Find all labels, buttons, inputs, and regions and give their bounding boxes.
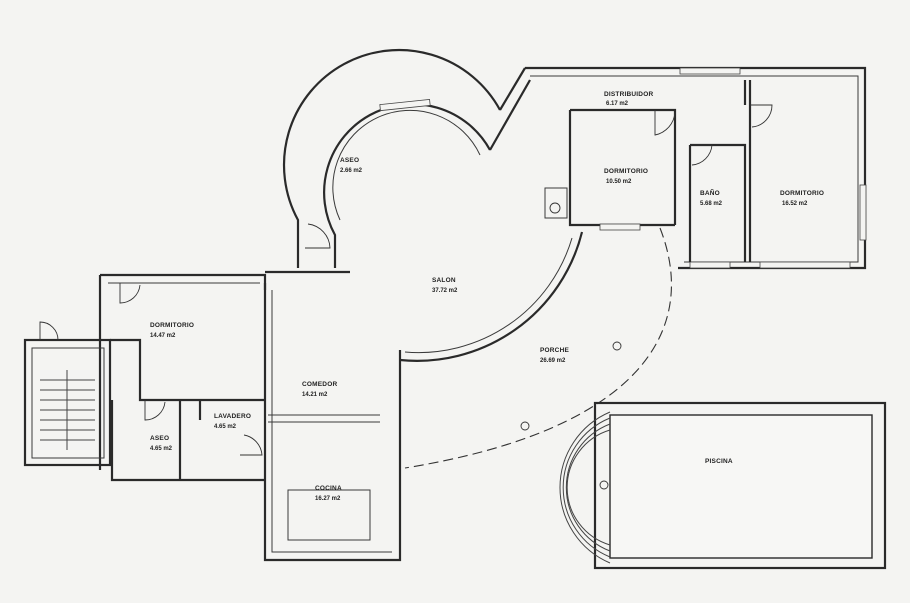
room-name-aseo-left: ASEO — [150, 435, 169, 442]
room-area-cocina: 16.27 m2 — [315, 496, 341, 502]
room-area-aseo-top: 2.66 m2 — [340, 168, 363, 174]
room-area-distribuidor: 6.17 m2 — [606, 101, 629, 107]
room-area-dormitorio-right: 16.52 m2 — [782, 201, 808, 207]
room-area-bano: 5.68 m2 — [700, 201, 723, 207]
central-block-walls — [98, 273, 402, 562]
room-labels: DISTRIBUIDOR 6.17 m2 ASEO 2.66 m2 DORMIT… — [150, 91, 824, 502]
stair-steps — [40, 370, 95, 450]
room-name-cocina: COCINA — [315, 485, 342, 492]
room-area-lavadero: 4.65 m2 — [214, 424, 237, 430]
room-area-porche: 26.69 m2 — [540, 358, 566, 364]
room-name-distribuidor: DISTRIBUIDOR — [604, 91, 653, 98]
room-name-comedor: COMEDOR — [302, 381, 337, 388]
room-area-dormitorio-center: 10.50 m2 — [606, 179, 632, 185]
curved-corridor — [265, 48, 531, 274]
room-name-porche: PORCHE — [540, 347, 569, 354]
pool — [559, 401, 887, 570]
porche-outline — [404, 227, 672, 469]
room-name-aseo-top: ASEO — [340, 157, 359, 164]
stair-block — [23, 321, 112, 467]
room-name-piscina: PISCINA — [705, 458, 733, 465]
room-area-comedor: 14.21 m2 — [302, 392, 328, 398]
room-area-dormitorio-left: 14.47 m2 — [150, 333, 176, 339]
room-name-salon: SALON — [432, 277, 456, 284]
room-name-bano: BAÑO — [700, 188, 720, 197]
room-area-salon: 37.72 m2 — [432, 288, 458, 294]
room-area-aseo-left: 4.65 m2 — [150, 446, 173, 452]
room-name-dormitorio-right: DORMITORIO — [780, 190, 824, 197]
salon-walls — [398, 231, 584, 545]
right-wing-walls — [525, 66, 867, 270]
room-name-dormitorio-center: DORMITORIO — [604, 168, 648, 175]
room-name-lavadero: LAVADERO — [214, 413, 251, 420]
room-name-dormitorio-left: DORMITORIO — [150, 322, 194, 329]
